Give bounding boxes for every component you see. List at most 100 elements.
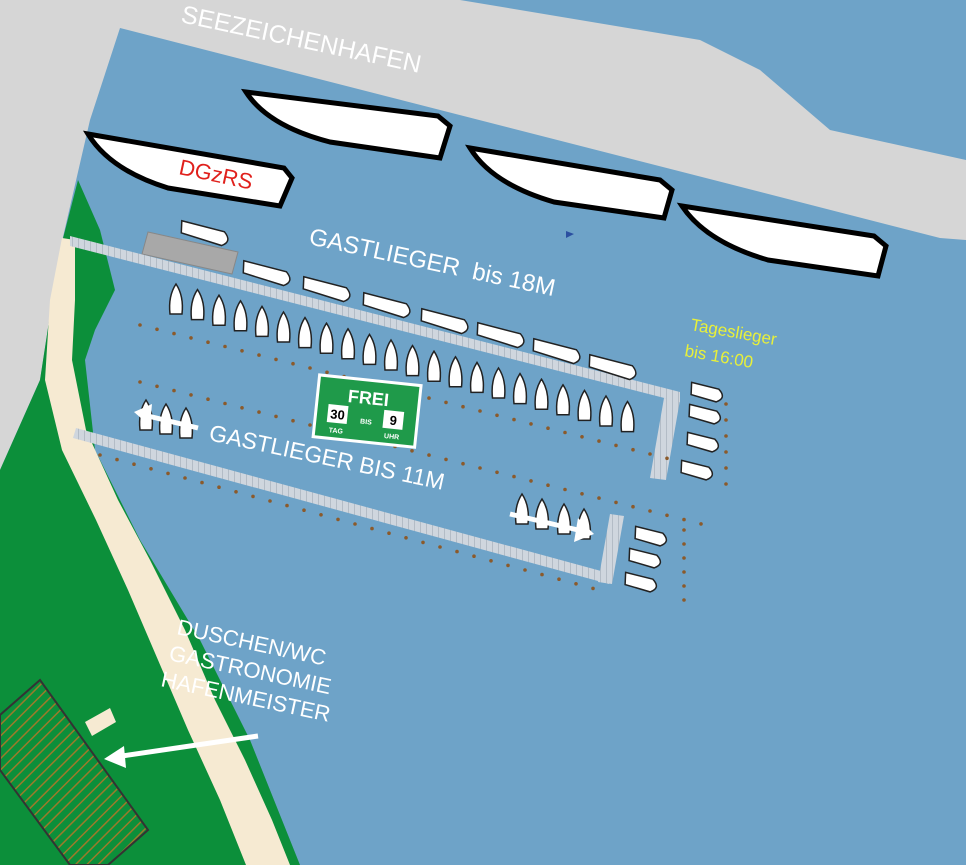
mooring-dot bbox=[240, 349, 244, 353]
frei-sign: FREI 30 TAG BIS 9 UHR bbox=[311, 373, 423, 449]
mooring-dot bbox=[410, 449, 414, 453]
mooring-dot bbox=[665, 513, 669, 518]
mooring-dot bbox=[682, 598, 686, 602]
mooring-dot bbox=[155, 327, 159, 332]
boats-upper-top bbox=[180, 219, 637, 381]
mooring-dot bbox=[427, 453, 431, 457]
mooring-dot bbox=[353, 522, 357, 526]
mooring-dot bbox=[166, 471, 170, 476]
mooring-dot bbox=[489, 559, 493, 563]
frei-sign-from-box bbox=[326, 404, 349, 425]
small-boat bbox=[426, 349, 442, 382]
mooring-dot bbox=[682, 528, 686, 532]
small-boat bbox=[168, 282, 184, 315]
mooring-dot bbox=[699, 522, 703, 526]
pier-upper-end bbox=[650, 398, 680, 480]
small-boat bbox=[555, 383, 571, 416]
large-boat bbox=[465, 144, 675, 221]
small-boat bbox=[276, 310, 291, 343]
large-boat bbox=[676, 202, 889, 279]
frei-sign-board bbox=[311, 373, 423, 449]
large-boat bbox=[240, 88, 453, 161]
mooring-dot bbox=[444, 457, 448, 462]
mooring-dot bbox=[563, 487, 567, 492]
mooring-dot bbox=[172, 388, 176, 393]
mooring-dot bbox=[444, 400, 448, 405]
mooring-dot bbox=[512, 474, 516, 479]
small-boat bbox=[588, 353, 637, 381]
mooring-dot bbox=[308, 423, 312, 427]
facilities-building bbox=[0, 678, 150, 865]
mooring-dot bbox=[724, 482, 728, 486]
mooring-dot bbox=[370, 526, 374, 531]
mooring-dot bbox=[682, 556, 686, 560]
mooring-dot bbox=[724, 434, 728, 438]
mooring-dot bbox=[682, 570, 686, 574]
mooring-dot bbox=[495, 470, 499, 475]
mooring-dot bbox=[478, 409, 482, 413]
mooring-dot bbox=[189, 393, 193, 397]
mooring-dot bbox=[472, 554, 476, 558]
mooring-dot bbox=[580, 435, 584, 439]
small-boat bbox=[405, 344, 420, 377]
small-boat bbox=[680, 459, 714, 481]
mooring-dot bbox=[546, 483, 550, 488]
small-boat bbox=[254, 305, 270, 338]
mooring-dot bbox=[234, 490, 238, 494]
mooring-dot bbox=[274, 357, 278, 362]
small-marker bbox=[566, 231, 574, 238]
pier-building bbox=[141, 231, 239, 275]
mooring-dot bbox=[455, 549, 459, 554]
small-boat bbox=[180, 219, 229, 247]
frei-sign-to-value: 9 bbox=[389, 413, 398, 429]
mooring-dots-lower bbox=[98, 402, 728, 602]
mooring-dot bbox=[183, 476, 187, 480]
building-walkway bbox=[85, 708, 116, 736]
mooring-dot bbox=[291, 361, 295, 366]
mooring-dot bbox=[98, 453, 102, 457]
mooring-dot bbox=[149, 467, 153, 471]
mooring-dot bbox=[302, 508, 306, 512]
arrow-right-pier-lower bbox=[509, 511, 594, 542]
frei-sign-to-unit: UHR bbox=[384, 433, 400, 442]
mooring-dot bbox=[724, 466, 728, 470]
mooring-dot bbox=[319, 513, 323, 517]
shore-path bbox=[45, 238, 290, 865]
mooring-dot bbox=[291, 418, 295, 423]
mooring-dot bbox=[427, 396, 431, 400]
frei-sign-from-value: 30 bbox=[330, 406, 346, 422]
small-boat bbox=[242, 259, 291, 287]
mooring-dot bbox=[529, 422, 533, 426]
small-boat bbox=[688, 403, 722, 425]
small-boat bbox=[512, 372, 528, 405]
large-boat bbox=[82, 130, 295, 209]
mooring-dot bbox=[257, 410, 261, 414]
frei-sign-to-box bbox=[382, 409, 405, 430]
mooring-dot bbox=[155, 384, 159, 389]
mooring-dot bbox=[285, 503, 289, 508]
small-boat bbox=[297, 316, 313, 349]
mooring-dot bbox=[648, 452, 652, 456]
mooring-dot bbox=[274, 414, 278, 419]
pier-lower-end bbox=[598, 514, 624, 584]
small-boat bbox=[577, 389, 592, 422]
small-boat bbox=[469, 361, 485, 394]
boats-pier-ends bbox=[624, 381, 724, 593]
pier-upper bbox=[70, 236, 680, 402]
small-boat bbox=[448, 355, 463, 388]
mooring-dot bbox=[614, 500, 618, 505]
small-boat bbox=[628, 547, 662, 569]
small-boat bbox=[534, 377, 549, 410]
small-boat bbox=[319, 321, 334, 354]
small-boat bbox=[383, 338, 399, 371]
mooring-dot bbox=[682, 517, 686, 522]
mooring-dot bbox=[591, 586, 595, 591]
mooring-dot bbox=[206, 397, 210, 402]
mooring-dot bbox=[523, 568, 527, 572]
mooring-dot bbox=[648, 509, 652, 513]
small-boat bbox=[634, 525, 668, 547]
arrow-left-pier-lower bbox=[134, 404, 199, 431]
mooring-dot bbox=[115, 457, 119, 462]
mooring-dot bbox=[206, 340, 210, 345]
